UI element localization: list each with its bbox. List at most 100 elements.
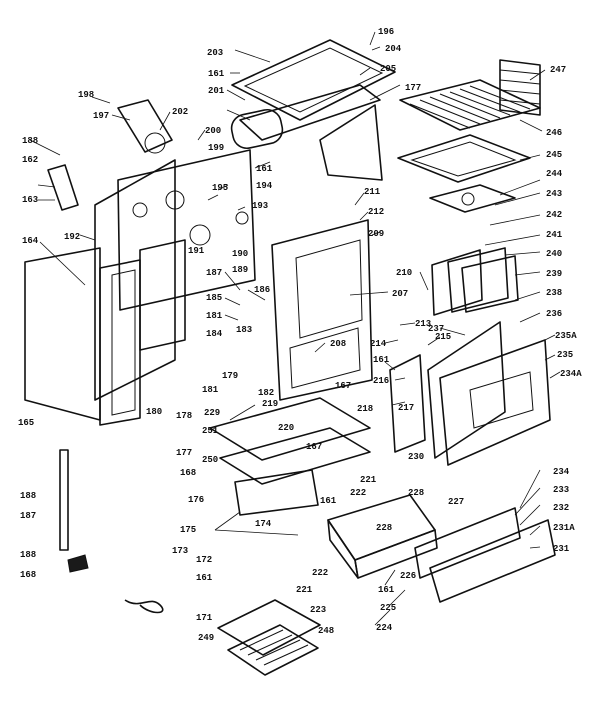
part-number: 221 <box>360 475 377 485</box>
door-side <box>389 354 426 453</box>
oven-bottom <box>209 397 371 461</box>
part-number: 161 <box>320 496 337 506</box>
glass-panel-b <box>447 247 509 313</box>
part-number-labels: 196 204 205 203 161 201 177 247 198 197 … <box>18 27 582 643</box>
part-number: 248 <box>318 626 334 636</box>
broiler-grid <box>227 624 319 676</box>
part-number: 161 <box>208 69 225 79</box>
part-number: 188 <box>20 491 36 501</box>
part-number: 175 <box>180 525 196 535</box>
insulation-inner <box>111 269 136 416</box>
rail <box>234 469 319 516</box>
part-number: 161 <box>373 355 390 365</box>
part-number: 188 <box>20 550 36 560</box>
part-number: 214 <box>370 339 387 349</box>
part-number: 190 <box>232 249 248 259</box>
part-number: 208 <box>330 339 346 349</box>
part-number: 234A <box>560 369 582 379</box>
part-number: 231 <box>553 544 570 554</box>
door-outer <box>439 339 551 466</box>
part-number: 241 <box>546 230 563 240</box>
side-insulation <box>99 259 141 426</box>
bracket <box>47 164 79 211</box>
part-number: 198 <box>78 90 94 100</box>
part-number: 164 <box>22 236 39 246</box>
drawer-side <box>327 519 359 579</box>
part-number: 187 <box>206 268 222 278</box>
cord <box>124 599 164 614</box>
hinge-foot <box>67 554 89 573</box>
part-number: 204 <box>385 44 402 54</box>
part-number: 199 <box>208 143 224 153</box>
part-number: 232 <box>553 503 569 513</box>
part-number: 230 <box>408 452 424 462</box>
part-number: 220 <box>278 423 294 433</box>
part-number: 168 <box>180 468 196 478</box>
part-number: 163 <box>22 195 38 205</box>
part-number: 192 <box>64 232 80 242</box>
part-number: 217 <box>398 403 414 413</box>
part-number: 237 <box>428 324 444 334</box>
part-number: 242 <box>546 210 562 220</box>
part-number: 239 <box>546 269 562 279</box>
part-number: 172 <box>196 555 212 565</box>
part-number: 195 <box>212 183 228 193</box>
part-number: 209 <box>368 229 384 239</box>
drawer-panel-front <box>429 519 556 603</box>
side-frame <box>319 104 383 181</box>
part-number: 251 <box>202 426 219 436</box>
part-number: 181 <box>206 311 223 321</box>
burner-box <box>117 99 173 153</box>
part-number: 236 <box>546 309 562 319</box>
part-number: 165 <box>18 418 34 428</box>
part-number: 246 <box>546 128 562 138</box>
rear-cover <box>117 149 256 311</box>
part-number: 191 <box>188 246 205 256</box>
hinge-bar <box>59 449 69 551</box>
part-number: 177 <box>176 448 192 458</box>
part-number: 187 <box>20 511 36 521</box>
part-number: 194 <box>256 181 273 191</box>
part-number: 162 <box>22 155 38 165</box>
part-number: 171 <box>196 613 213 623</box>
part-number: 196 <box>378 27 394 37</box>
part-number: 167 <box>335 381 351 391</box>
part-number: 243 <box>546 189 562 199</box>
part-number: 211 <box>364 187 381 197</box>
part-number: 207 <box>392 289 408 299</box>
part-number: 245 <box>546 150 562 160</box>
part-number: 186 <box>254 285 270 295</box>
broiler-pan <box>397 134 531 183</box>
part-number: 177 <box>405 83 421 93</box>
part-number: 229 <box>204 408 220 418</box>
part-number: 228 <box>408 488 424 498</box>
part-number: 235A <box>555 331 577 341</box>
back-panel <box>94 159 176 401</box>
part-number: 244 <box>546 169 563 179</box>
door-frame <box>271 219 373 401</box>
part-number: 179 <box>222 371 238 381</box>
part-number: 222 <box>312 568 328 578</box>
part-number: 180 <box>146 407 162 417</box>
part-number: 240 <box>546 249 562 259</box>
rack-guide <box>499 59 541 116</box>
part-number: 216 <box>373 376 389 386</box>
part-number: 176 <box>188 495 204 505</box>
part-number: 223 <box>310 605 326 615</box>
part-number: 185 <box>206 293 222 303</box>
part-number: 221 <box>296 585 313 595</box>
part-number: 219 <box>262 399 278 409</box>
part-number: 184 <box>206 329 223 339</box>
part-number: 218 <box>357 404 373 414</box>
part-number: 189 <box>232 265 248 275</box>
part-number: 238 <box>546 288 562 298</box>
part-number: 231A <box>553 523 575 533</box>
part-number: 193 <box>252 201 268 211</box>
part-number: 183 <box>236 325 252 335</box>
part-number: 181 <box>202 385 219 395</box>
part-number: 188 <box>22 136 38 146</box>
part-number: 233 <box>553 485 569 495</box>
part-number: 161 <box>196 573 213 583</box>
part-number: 249 <box>198 633 214 643</box>
part-number: 200 <box>205 126 221 136</box>
